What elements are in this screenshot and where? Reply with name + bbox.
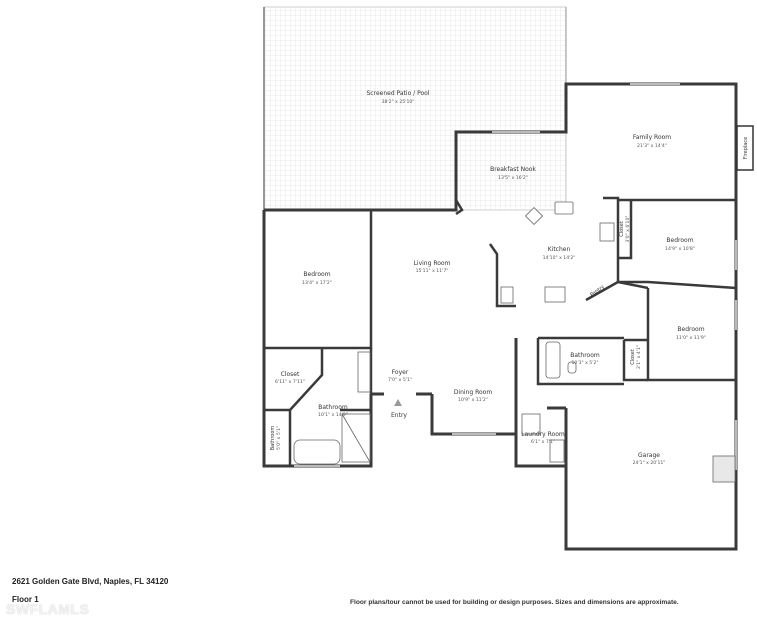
room-name-dining: Dining Room	[454, 389, 493, 396]
fixtures	[293, 201, 736, 483]
watermark-logo: SWFLAMLS	[6, 601, 90, 617]
room-name-garage: Garage	[638, 452, 660, 459]
room-dim-bath-w: 10'1" x 14'9"	[318, 412, 348, 418]
fireplace	[736, 125, 754, 171]
room-name-patio: Screened Patio / Pool	[367, 90, 430, 97]
room-name-living: Living Room	[414, 260, 451, 267]
room-name-closet-w: Closet	[281, 371, 300, 378]
room-name-family: Family Room	[633, 134, 671, 141]
room-name-kitchen: Kitchen	[548, 246, 571, 253]
room-name-bath-small: Bathroom	[270, 426, 276, 451]
room-name-fireplace: Fireplace	[743, 137, 749, 159]
room-dim-bedroom-w: 13'4" x 17'2"	[302, 280, 332, 286]
room-name-foyer: Foyer	[392, 369, 409, 376]
room-dim-dining: 10'9" x 11'2"	[458, 397, 488, 403]
room-name-closet2: Closet	[630, 349, 636, 365]
room-dim-family: 21'3" x 14'4"	[637, 143, 667, 149]
room-name-bedroom-ne: Bedroom	[666, 237, 693, 244]
disclaimer-text: Floor plans/tour cannot be used for buil…	[350, 599, 679, 606]
room-dim-bath-c: 10'3" x 5'2"	[571, 360, 598, 366]
room-name-nook: Breakfast Nook	[490, 166, 536, 173]
room-dim-laundry: 6'1" x 7'1"	[531, 439, 555, 445]
room-name-bedroom-e: Bedroom	[677, 326, 704, 333]
room-dim-foyer: 7'0" x 5'1"	[388, 377, 412, 383]
room-name-laundry: Laundry Room	[521, 431, 565, 438]
interior-walls	[262, 196, 737, 466]
room-dim-patio: 38'2" x 25'10"	[382, 99, 415, 105]
room-dim-bedroom-ne: 14'9" x 10'8"	[665, 246, 695, 252]
room-dim-living: 15'11" x 11'7"	[416, 268, 449, 274]
patio-area	[263, 6, 567, 211]
room-name-closet1: Closet	[619, 221, 625, 237]
room-dim-kitchen: 14'10" x 14'2"	[543, 255, 576, 261]
room-dim-garage: 24'1" x 20'11"	[633, 460, 666, 466]
floor-label: Floor 1	[12, 595, 39, 604]
room-name-bath-c: Bathroom	[570, 352, 600, 359]
windows	[294, 83, 737, 470]
room-dim-closet2: 2'1" x 4'1"	[636, 345, 642, 369]
room-name-bedroom-w: Bedroom	[303, 271, 330, 278]
room-dim-bedroom-e: 11'0" x 11'9"	[676, 335, 706, 341]
room-dim-closet-w: 6'11" x 7'11"	[275, 379, 305, 385]
room-name-bath-w: Bathroom	[318, 404, 348, 411]
room-name-entry: Entry	[391, 412, 407, 419]
room-dim-closet1: 3'0" x 6'10"	[625, 215, 631, 242]
property-address: 2621 Golden Gate Blvd, Naples, FL 34120	[12, 577, 169, 586]
room-dim-bath-small: 5'0" x 5'1"	[276, 426, 282, 450]
room-dim-nook: 13'5" x 16'2"	[498, 175, 528, 181]
